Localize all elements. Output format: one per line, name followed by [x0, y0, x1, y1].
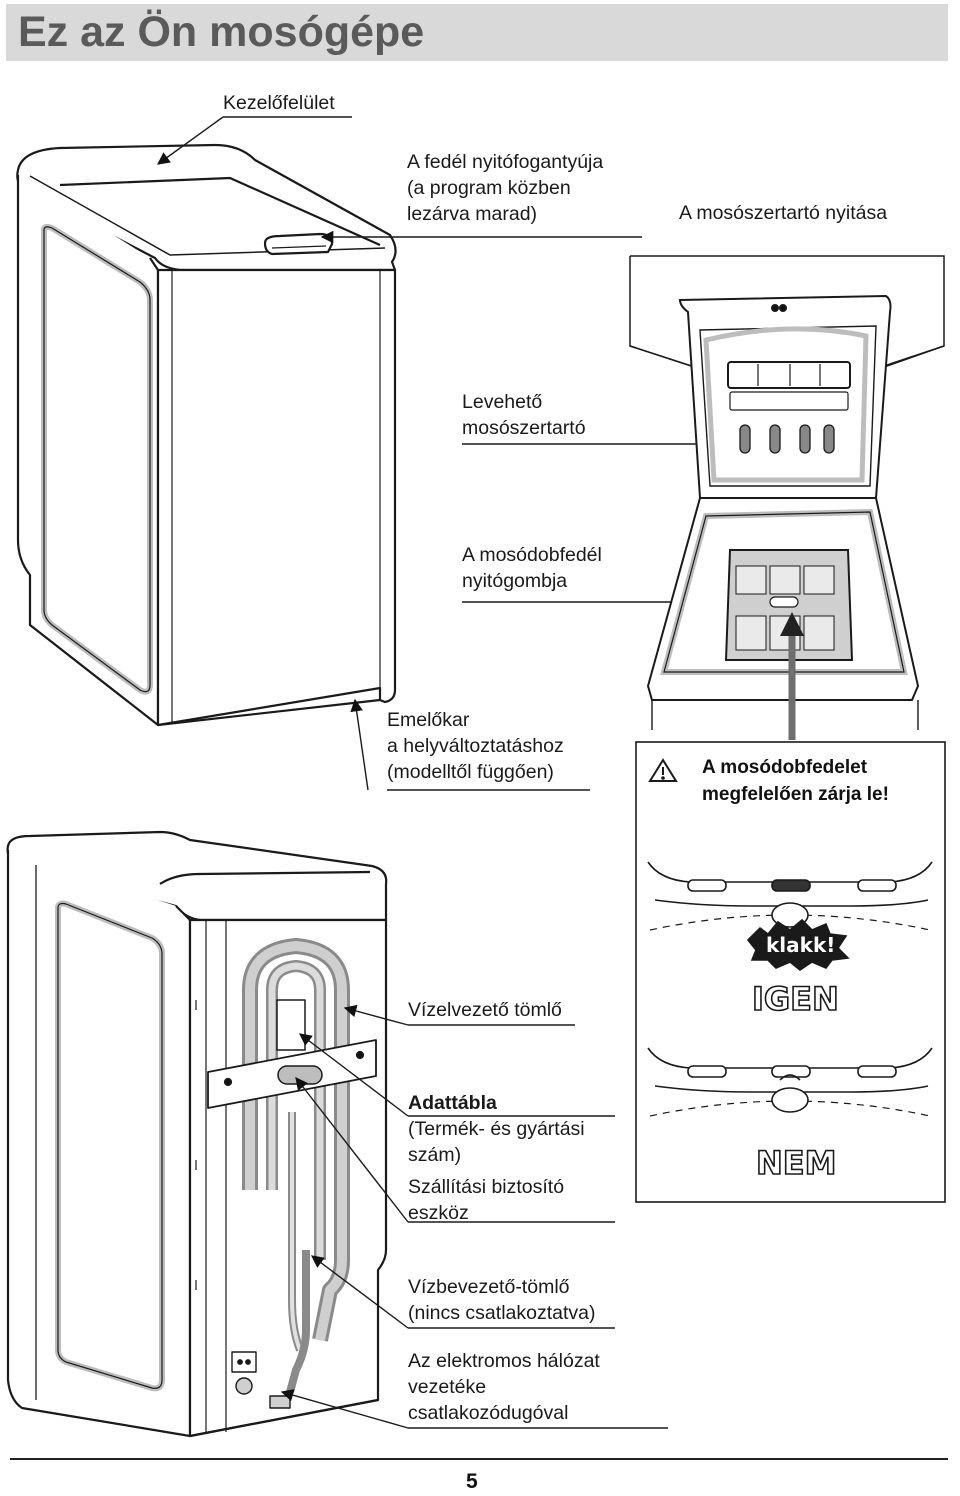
yes-stamp: IGEN: [752, 980, 839, 1018]
label-inlet-hose: Vízbevezető-tömlő (nincs csatlakoztatva): [408, 1276, 596, 1324]
label-rating-plate-desc: (Termék- és gyártási szám): [408, 1118, 585, 1166]
label-drain-hose: Vízelvezető tömlő: [408, 999, 562, 1021]
callout-lines-top: [156, 116, 784, 791]
callout-lines-bottom: [280, 1004, 668, 1429]
label-lever: Emelőkar a helyváltoztatáshoz (modelltől…: [387, 709, 564, 783]
click-text: klakk!: [766, 933, 835, 957]
label-power-cable: Az elektromos hálózat vezetéke csatlakoz…: [408, 1350, 600, 1424]
warning-panel: [635, 741, 946, 1203]
warning-text: A mosódobfedelet megfelelően zárja le!: [702, 757, 889, 805]
no-stamp: NEM: [756, 1144, 836, 1182]
label-rating-plate-title: Adattábla: [408, 1092, 497, 1114]
up-arrow: [780, 612, 804, 740]
label-lid-handle: A fedél nyitófogantyúja (a program közbe…: [407, 151, 604, 225]
lid-closed-yes: [647, 861, 933, 971]
title-bar: Ez az Ön mosógépe: [6, 4, 948, 61]
open-machine-view: [646, 294, 920, 730]
page-number: 5: [466, 1470, 478, 1493]
machine-front-view: [16, 143, 397, 727]
label-control-panel: Kezelőfelület: [223, 92, 335, 114]
label-transit-device: Szállítási biztosító eszköz: [408, 1176, 565, 1224]
footer-divider: [10, 1458, 948, 1460]
page-title: Ez az Ön mosógépe: [18, 8, 425, 56]
label-dispenser-opening: A mosószertartó nyitása: [679, 202, 888, 224]
warning-triangle-icon: [648, 758, 678, 782]
machine-rear-view: [6, 830, 388, 1438]
label-drum-button: A mosódobfedél nyitógombja: [462, 544, 602, 592]
label-removable-dispenser: Levehető mosószertartó: [462, 391, 586, 439]
lid-open-no: [647, 1047, 933, 1117]
